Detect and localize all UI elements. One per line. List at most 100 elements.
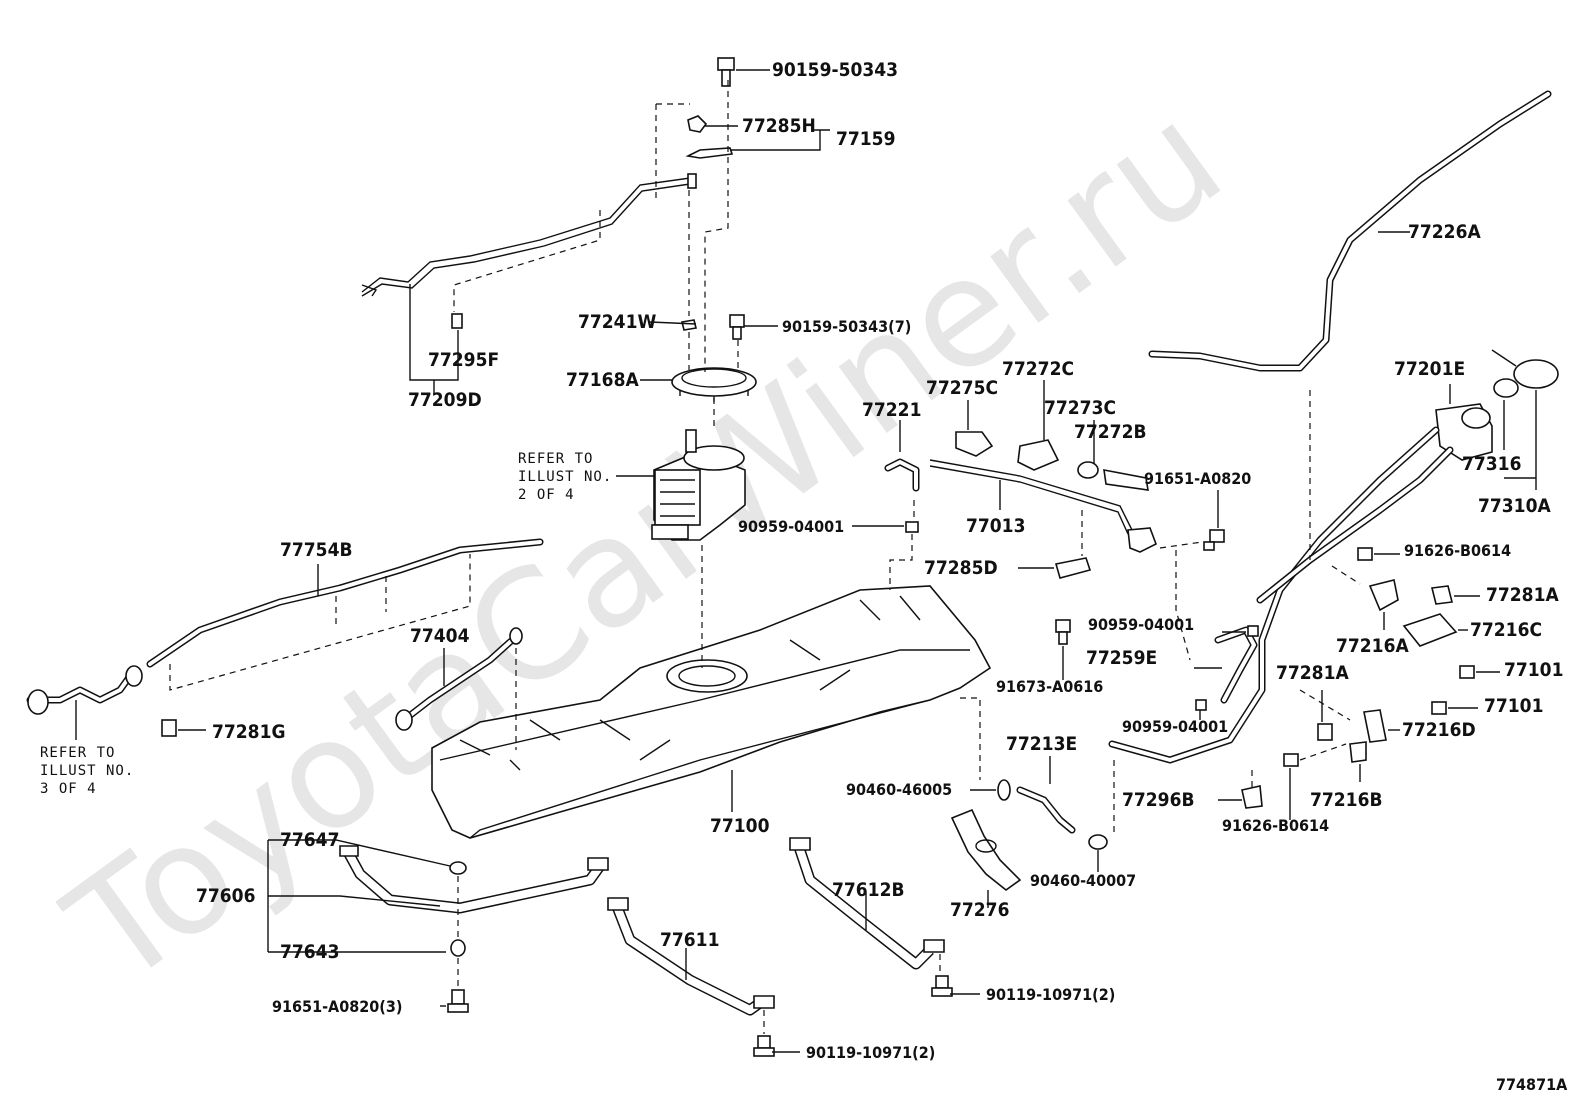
note-refer-3-line1: REFER TO	[40, 745, 115, 761]
clip-77281a-b[interactable]	[1317, 723, 1333, 741]
label-90119-10971-a: 90119-10971(2)	[986, 985, 1115, 1004]
label-77275c: 77275C	[926, 377, 998, 399]
bolt-77101-a[interactable]	[1459, 665, 1475, 679]
bolt-90119-10971-a[interactable]	[931, 975, 953, 997]
label-77754b: 77754B	[280, 539, 353, 561]
label-77259e: 77259E	[1086, 647, 1157, 669]
note-refer-3-line3: 3 OF 4	[40, 781, 97, 797]
bolt-91626-b0614-b[interactable]	[1283, 753, 1299, 767]
wire-harness[interactable]	[361, 173, 697, 329]
tube-77276[interactable]	[950, 808, 1022, 892]
strap-77606[interactable]	[339, 845, 609, 914]
label-91673-a0616: 91673-A0616	[996, 677, 1103, 696]
bracket-77216c[interactable]	[1402, 613, 1458, 647]
nut-77643[interactable]	[450, 939, 466, 957]
gasket-77316[interactable]	[1493, 378, 1519, 398]
label-90119-10971-b: 90119-10971(2)	[806, 1043, 935, 1062]
label-77276: 77276	[950, 899, 1009, 921]
label-77221: 77221	[862, 399, 921, 421]
label-77209d: 77209D	[408, 389, 482, 411]
label-77647: 77647	[280, 829, 339, 851]
illustration-id: 774871A	[1496, 1075, 1568, 1094]
label-77168a: 77168A	[566, 369, 639, 391]
note-refer-2-line3: 2 OF 4	[518, 487, 575, 503]
strap-77611[interactable]	[607, 897, 775, 1016]
clip-77296b[interactable]	[1241, 785, 1263, 809]
label-77013: 77013	[966, 515, 1025, 537]
bracket-77216b[interactable]	[1349, 741, 1367, 763]
label-77213e: 77213E	[1006, 733, 1077, 755]
label-77285h: 77285H	[742, 115, 816, 137]
label-77216d: 77216D	[1402, 719, 1476, 741]
filler-neck[interactable]	[1108, 403, 1493, 764]
label-77295f: 77295F	[428, 349, 499, 371]
clip-77241w[interactable]	[681, 319, 697, 331]
note-refer-2-line1: REFER TO	[518, 451, 593, 467]
bolt-91651-a0820-3[interactable]	[447, 989, 469, 1013]
hose-77221[interactable]	[884, 458, 920, 492]
fuel-cap[interactable]	[1491, 349, 1559, 389]
bracket-77216a[interactable]	[1368, 579, 1399, 612]
label-90159-50343: 90159-50343	[772, 59, 898, 81]
bolt-91673-a0616[interactable]	[1055, 619, 1071, 645]
label-77241w: 77241W	[578, 311, 656, 333]
label-77281g: 77281G	[212, 721, 286, 743]
hose-refer-3-of-4[interactable]	[26, 665, 143, 715]
label-77100: 77100	[710, 815, 770, 837]
label-77216a: 77216A	[1336, 635, 1409, 657]
note-refer-2-line2: ILLUST NO.	[518, 469, 612, 485]
clamp-90959-04001-b[interactable]	[1247, 625, 1259, 637]
bolt-91651-a0820[interactable]	[1203, 529, 1225, 551]
label-77606: 77606	[196, 885, 255, 907]
label-90959-04001-b: 90959-04001	[1088, 615, 1194, 634]
bracket-77216d[interactable]	[1363, 709, 1387, 743]
label-77159: 77159	[836, 128, 895, 150]
bolt-91626-b0614-a[interactable]	[1357, 547, 1373, 561]
hose-77272b[interactable]	[1103, 469, 1149, 491]
label-90959-04001-a: 90959-04001	[738, 517, 844, 536]
label-77272b: 77272B	[1074, 421, 1147, 443]
label-77612b: 77612B	[832, 879, 905, 901]
bolt-90159-50343[interactable]	[717, 57, 735, 87]
label-77316: 77316	[1462, 453, 1521, 475]
label-90460-46005: 90460-46005	[846, 780, 952, 799]
fuel-pump-assembly[interactable]	[651, 429, 746, 541]
label-91651-a0820-3: 91651-A0820(3)	[272, 997, 402, 1016]
bolt-90119-10971-b[interactable]	[753, 1035, 775, 1057]
bracket-77159[interactable]	[685, 147, 734, 159]
label-77216c: 77216C	[1470, 619, 1542, 641]
cover-77272c[interactable]	[1017, 439, 1060, 471]
hose-77259e[interactable]	[1214, 626, 1258, 704]
label-77216b: 77216B	[1310, 789, 1383, 811]
filler-pipe[interactable]	[1148, 90, 1552, 372]
gasket-77275c[interactable]	[955, 431, 994, 457]
hose-77213e[interactable]	[1016, 786, 1076, 834]
tube-77754b[interactable]	[146, 538, 544, 668]
bolt-77101-b[interactable]	[1431, 701, 1447, 715]
label-90159-50343-7: 90159-50343(7)	[782, 317, 911, 336]
lock-ring[interactable]	[671, 367, 757, 402]
fuel-tank[interactable]	[431, 585, 992, 839]
note-refer-3-line2: ILLUST NO.	[40, 763, 134, 779]
bracket-77285d[interactable]	[1054, 557, 1092, 579]
label-77296b: 77296B	[1122, 789, 1195, 811]
clamp-77273c[interactable]	[1077, 461, 1099, 479]
clip-77281a-a[interactable]	[1431, 585, 1453, 605]
label-77643: 77643	[280, 941, 339, 963]
clamp-90959-04001-c[interactable]	[1195, 699, 1207, 711]
nut-77647[interactable]	[449, 861, 467, 875]
label-77101-b: 77101	[1484, 695, 1543, 717]
clip-77285h[interactable]	[687, 115, 708, 133]
clamp-90460-40007[interactable]	[1088, 834, 1108, 850]
label-77226a: 77226A	[1408, 221, 1481, 243]
bolt-90159-50343-7[interactable]	[729, 314, 745, 340]
hose-77404[interactable]	[395, 627, 523, 731]
label-77404: 77404	[410, 625, 470, 647]
strap-77612b[interactable]	[789, 837, 945, 970]
clip-77281g[interactable]	[161, 719, 177, 737]
vent-tube[interactable]	[929, 459, 1158, 553]
label-91651-a0820: 91651-A0820	[1144, 469, 1251, 488]
clamp-90959-04001-a[interactable]	[905, 521, 919, 533]
clamp-90460-46005[interactable]	[997, 779, 1011, 801]
label-77101-a: 77101	[1504, 659, 1563, 681]
